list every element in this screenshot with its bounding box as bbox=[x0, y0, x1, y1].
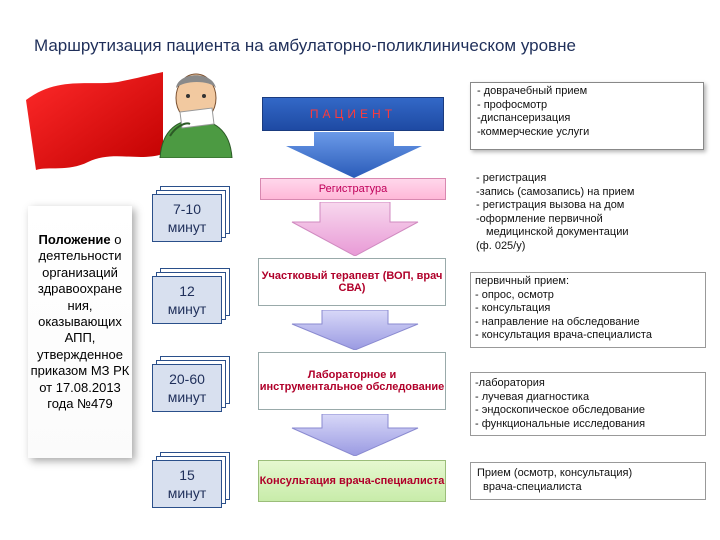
details-therapist: первичный прием: - опрос, осмотр - консу… bbox=[470, 272, 706, 348]
time-value: 12 bbox=[179, 283, 195, 299]
step-therapist: Участковый терапевт (ВОП, врач СВА) bbox=[258, 258, 446, 306]
time-value: 7-10 bbox=[172, 201, 202, 217]
time-unit: минут bbox=[167, 389, 207, 405]
arrow-down-icon bbox=[286, 132, 422, 178]
details-lab: -лаборатория - лучевая диагностика - энд… bbox=[470, 372, 706, 436]
details-patient: - доврачебный прием - профосмотр -диспан… bbox=[470, 82, 704, 150]
detail-line: - функциональные исследования bbox=[475, 417, 646, 430]
detail-line: - эндоскопическое обследование bbox=[475, 404, 645, 417]
red-flag-icon bbox=[26, 72, 163, 170]
detail-line: - доврачебный прием bbox=[477, 85, 588, 97]
regulation-note-panel: Положение о деятельности организаций здр… bbox=[28, 206, 132, 458]
detail-line: (ф. 025/у) bbox=[476, 239, 526, 252]
time-unit: минут bbox=[167, 485, 207, 501]
time-value: 20-60 bbox=[169, 371, 205, 387]
step-consult: Консультация врача-специалиста bbox=[258, 460, 446, 502]
detail-line: -оформление первичной bbox=[476, 212, 603, 225]
detail-line: - опрос, осмотр bbox=[475, 288, 554, 301]
time-unit: минут bbox=[167, 219, 207, 235]
time-card-lab: 20-60 минут bbox=[152, 356, 230, 412]
sick-patient-illustration bbox=[159, 73, 233, 158]
detail-line: -коммерческие услуги bbox=[477, 125, 590, 138]
step-registry: Регистратура bbox=[260, 178, 446, 200]
time-card-consult: 15 минут bbox=[152, 452, 230, 508]
detail-line: - консультация bbox=[475, 302, 551, 315]
detail-line: - консультация врача-специалиста bbox=[475, 329, 652, 342]
arrow-down-icon bbox=[291, 310, 419, 350]
time-value: 15 bbox=[179, 467, 195, 483]
step-lab: Лабораторное и инструментальное обследов… bbox=[258, 352, 446, 410]
regulation-bold: Положение bbox=[38, 232, 111, 247]
details-registry: - регистрация -запись (самозапись) на пр… bbox=[470, 170, 706, 262]
detail-line: -диспансеризация bbox=[477, 112, 571, 125]
page-title: Маршрутизация пациента на амбулаторно-по… bbox=[34, 36, 576, 55]
detail-line: - направление на обследование bbox=[475, 315, 640, 328]
details-consult: Прием (осмотр, консультация) врача-специ… bbox=[470, 462, 706, 500]
detail-line: - профосмотр bbox=[477, 98, 548, 111]
step-patient: ПАЦИЕНТ bbox=[262, 97, 444, 131]
time-unit: минут bbox=[167, 301, 207, 317]
time-card-therapist: 12 минут bbox=[152, 268, 230, 324]
detail-line: -запись (самозапись) на прием bbox=[476, 185, 635, 198]
regulation-text: о деятельности организаций здравоохране … bbox=[30, 232, 130, 412]
detail-line: - лучевая диагностика bbox=[475, 390, 590, 403]
detail-line: -лаборатория bbox=[475, 377, 545, 389]
detail-line: врача-специалиста bbox=[483, 480, 582, 493]
detail-line: - регистрация bbox=[476, 172, 547, 184]
detail-line: Прием (осмотр, консультация) bbox=[477, 467, 633, 479]
detail-line: медицинской документации bbox=[486, 226, 629, 239]
arrow-down-icon bbox=[291, 414, 419, 456]
arrow-down-icon bbox=[291, 202, 419, 256]
detail-line: - регистрация вызова на дом bbox=[476, 199, 625, 212]
time-card-registry: 7-10 минут bbox=[152, 186, 230, 242]
detail-line: первичный прием: bbox=[475, 275, 570, 287]
